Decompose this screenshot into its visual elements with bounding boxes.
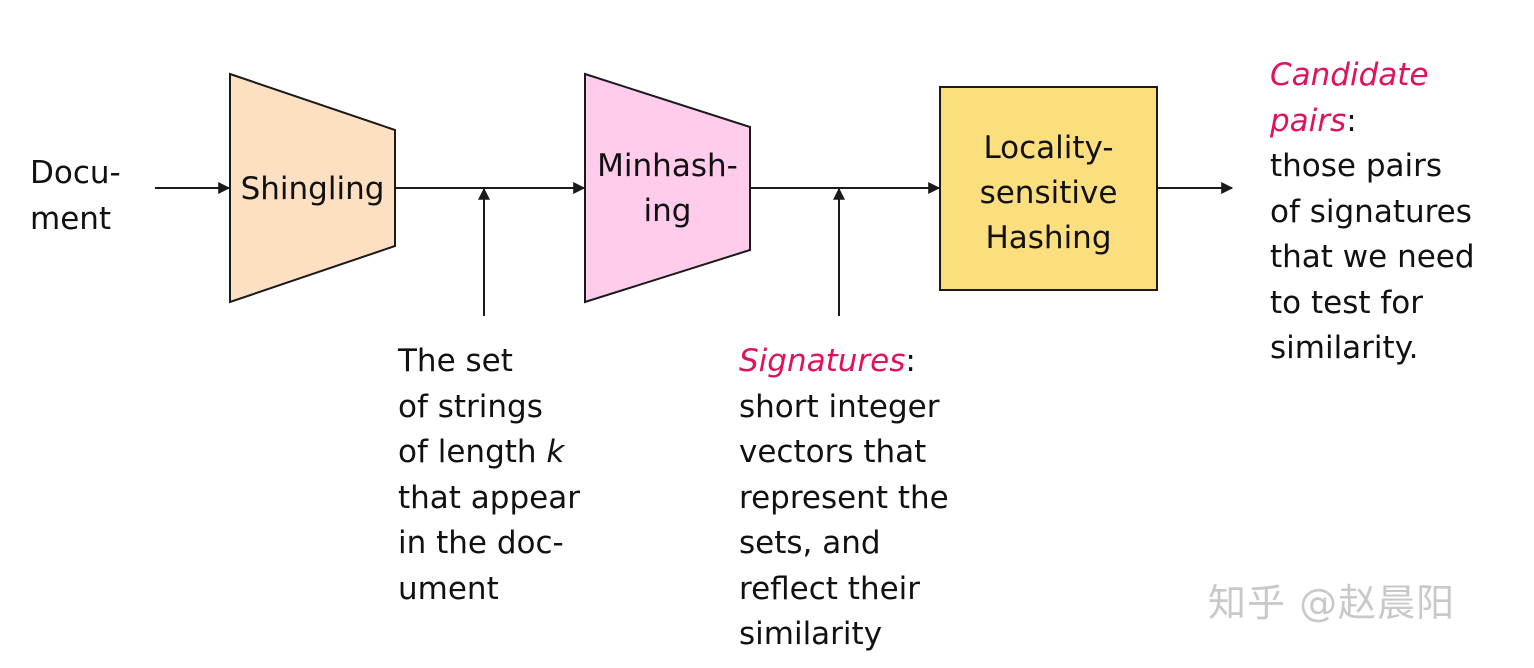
document-label-line-2: ment: [30, 200, 112, 237]
shingle-length-variable: k: [546, 434, 565, 470]
shingles-annotation-text-b: that appear in the doc- ument: [398, 479, 580, 607]
signatures-description: short integer vectors that represent the…: [739, 388, 949, 653]
signatures-colon: :: [905, 343, 916, 379]
shingles-annotation: The set of strings of length k that appe…: [398, 339, 580, 612]
lsh-label: Locality- sensitive Hashing: [979, 130, 1118, 256]
signatures-annotation: Signatures: short integer vectors that r…: [739, 339, 949, 658]
signatures-term: Signatures: [739, 343, 906, 379]
minhashing-label: Minhash- ing: [597, 148, 738, 229]
document-label: Docu- ment: [30, 151, 121, 242]
shingling-label: Shingling: [240, 171, 385, 207]
minhashing-shape: [584, 72, 751, 304]
document-label-line-1: Docu-: [30, 155, 121, 191]
candidate-pairs-description: those pairs of signatures that we need t…: [1270, 148, 1475, 366]
shingles-annotation-text-a: The set of strings of length: [398, 343, 543, 470]
candidate-pairs-term: Candidate pairs: [1270, 57, 1429, 139]
shingling-shape: [229, 72, 396, 304]
candidate-pairs-colon: :: [1346, 102, 1357, 139]
watermark: 知乎 @赵晨阳: [1208, 581, 1456, 625]
candidate-pairs-annotation: Candidate pairs: those pairs of signatur…: [1270, 53, 1475, 372]
lsh-shape: [939, 86, 1158, 291]
